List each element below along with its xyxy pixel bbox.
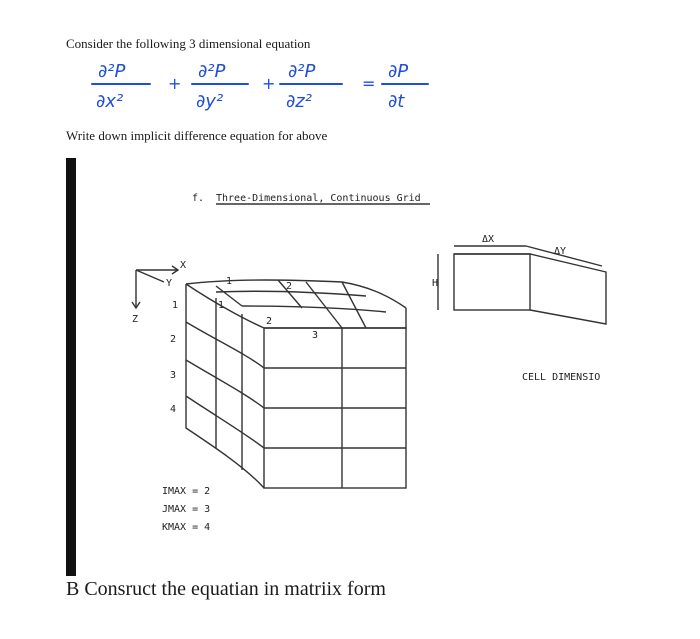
caption-number: f. (192, 193, 204, 204)
plus-sign-2: + (262, 74, 275, 93)
cell-dimension-label: CELL DIMENSIO (522, 372, 600, 383)
cell-dimension-sketch: ΔX ΔY H CELL DIMENSIO (432, 234, 607, 383)
dx-label: ΔX (482, 234, 494, 245)
jmax-label: JMAX = 3 (162, 504, 210, 515)
term2-numerator: ∂²P (198, 61, 226, 82)
k-label-4: 4 (170, 404, 176, 415)
axis-x-label: X (180, 260, 186, 271)
term4-denominator: ∂t (388, 91, 405, 112)
plus-sign-1: + (168, 74, 181, 93)
grid-figure: f. Three-Dimensional, Continuous Grid X … (66, 158, 621, 576)
term4-numerator: ∂P (388, 61, 408, 82)
dy-label: ΔY (554, 246, 566, 257)
term3-numerator: ∂²P (288, 61, 316, 82)
j-label-2: 2 (266, 316, 272, 327)
axes-indicator: X Y Z (131, 260, 186, 325)
j-label-3: 3 (312, 330, 318, 341)
prompt-text: Write down implicit difference equation … (66, 128, 328, 143)
equals-sign: = (362, 74, 375, 93)
term2-denominator: ∂y² (196, 91, 223, 112)
imax-label: IMAX = 2 (162, 486, 210, 497)
term1-numerator: ∂²P (98, 61, 126, 82)
axis-y-label: Y (166, 278, 172, 289)
k-label-3: 3 (170, 370, 176, 381)
handwritten-equation: ∂²P ∂x² + ∂²P ∂y² + ∂²P ∂z² = ∂P ∂t (91, 61, 429, 112)
axis-z-label: Z (132, 314, 138, 325)
grid-block-drawing (185, 279, 407, 489)
k-label-1: 1 (172, 300, 178, 311)
h-label: H (432, 278, 438, 289)
question-text: B Consruct the equatian in matriix form (66, 578, 386, 600)
k-label-2: 2 (170, 334, 176, 345)
figure-caption: Three-Dimensional, Continuous Grid (216, 193, 421, 204)
i-label-2: 2 (286, 281, 292, 292)
kmax-label: KMAX = 4 (162, 522, 210, 533)
scan-edge-bar (66, 158, 76, 576)
grid-figure-svg: f. Three-Dimensional, Continuous Grid X … (131, 193, 607, 533)
term3-denominator: ∂z² (286, 91, 312, 112)
intro-text: Consider the following 3 dimensional equ… (66, 36, 311, 51)
term1-denominator: ∂x² (96, 91, 123, 112)
